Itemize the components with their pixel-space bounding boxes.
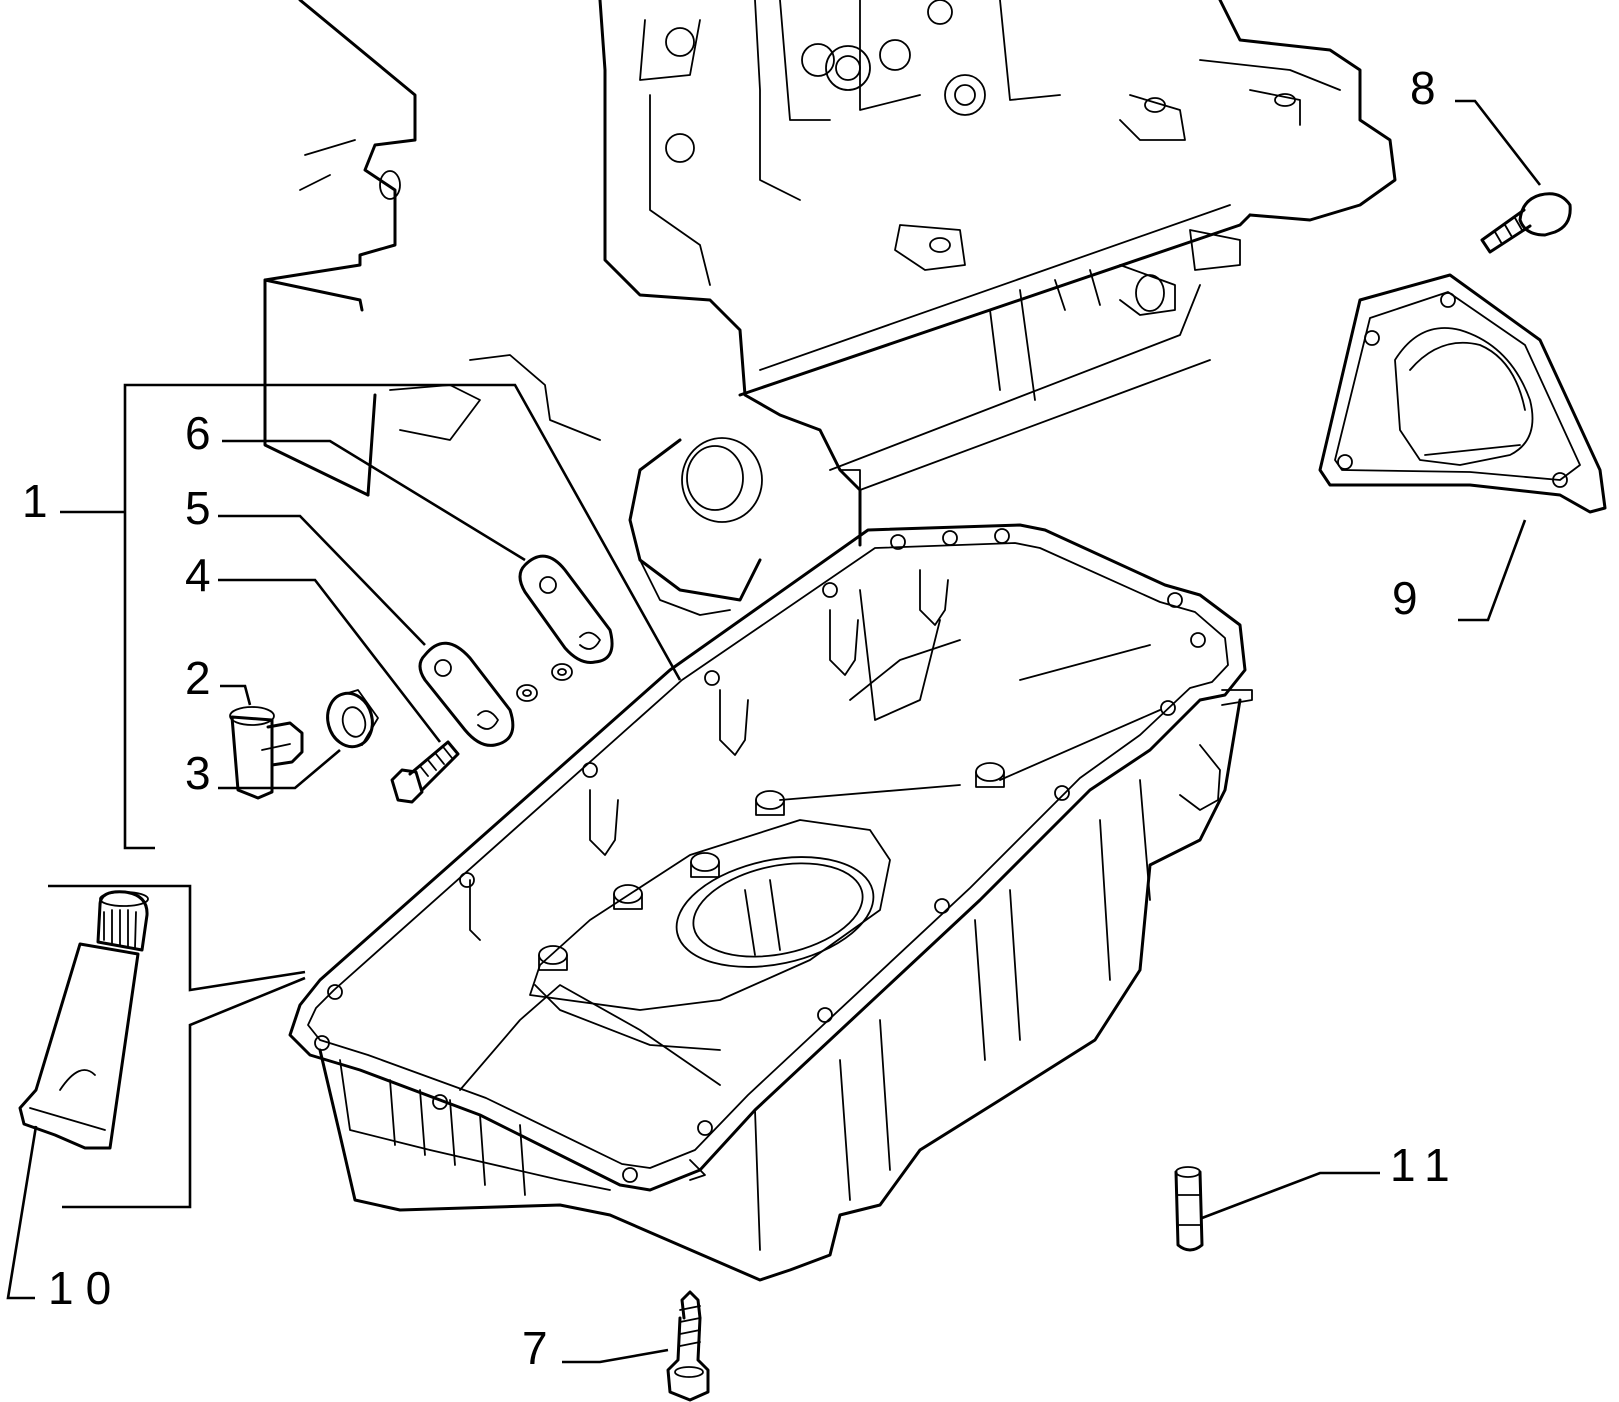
kit-bracket-1 [60, 383, 682, 850]
bolt-4 [218, 578, 460, 804]
callout-6: 6 [185, 407, 215, 459]
drain-plug-2 [220, 684, 304, 800]
bolt-8 [1455, 99, 1572, 254]
sealant-tube-10 [6, 884, 306, 1300]
dowel-pin-11 [1174, 1166, 1380, 1252]
clamp-plate-6 [222, 439, 614, 702]
callout-4: 4 [185, 549, 215, 601]
clamp-plate-5 [218, 514, 515, 747]
callout-3: 3 [185, 747, 215, 799]
sump-bosses [538, 762, 1005, 971]
callout-11: 11 [1390, 1139, 1462, 1191]
engine-block [263, 0, 1397, 616]
sealing-washer-3 [218, 689, 379, 790]
callout-1: 1 [22, 475, 52, 527]
callout-8: 8 [1410, 62, 1440, 114]
callout-9: 9 [1392, 572, 1422, 624]
seal-cover-9 [1318, 273, 1607, 622]
callout-5: 5 [185, 482, 215, 534]
callout-7: 7 [522, 1322, 552, 1374]
oil-sump [288, 523, 1253, 1282]
callout-2: 2 [185, 652, 215, 704]
flange-holes [314, 528, 1206, 1183]
callout-10: 10 [48, 1262, 124, 1314]
stud-bolt-7 [562, 1290, 710, 1402]
